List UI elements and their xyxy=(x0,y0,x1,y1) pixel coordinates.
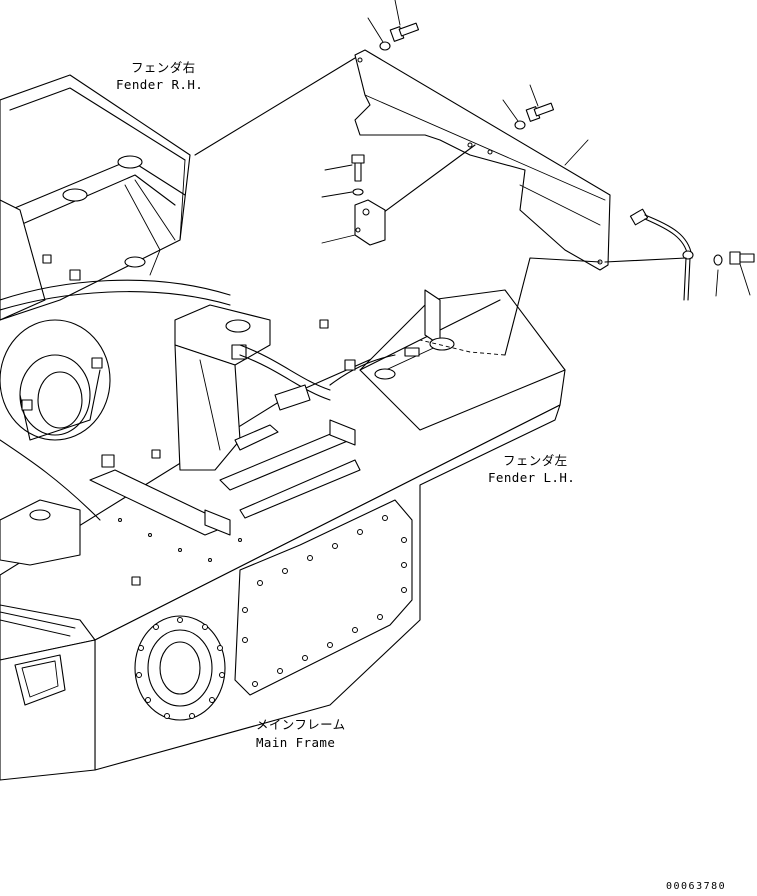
top-bolts xyxy=(367,0,589,166)
drawing-number: 00063780 xyxy=(666,881,726,892)
fender-rh-jp-label: フェンダ右 xyxy=(131,60,196,75)
fender-lh-jp-label: フェンダ左 xyxy=(503,453,568,468)
pivot-ring xyxy=(134,615,226,721)
main-frame-en-label: Main Frame xyxy=(256,735,335,750)
ground-cable xyxy=(604,208,755,301)
fender-rh-plate xyxy=(194,49,611,356)
main-frame-jp-label: メインフレーム xyxy=(256,717,346,732)
bracket-assembly xyxy=(321,154,386,246)
left-assembly xyxy=(0,74,231,566)
center-stand xyxy=(174,304,331,471)
fender-lh-en-label: Fender L.H. xyxy=(488,470,575,485)
window-bolt-holes xyxy=(242,515,407,687)
fender-rh-en-label: Fender R.H. xyxy=(116,77,203,92)
